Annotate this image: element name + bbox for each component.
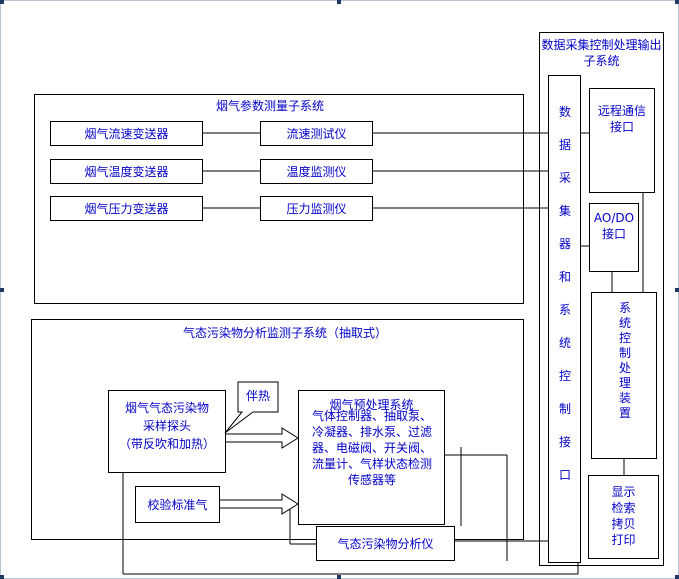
- pressure-meter-box: 压力监测仪: [260, 196, 373, 221]
- bus-char-0: 数: [558, 105, 571, 119]
- controller-char-4: 处: [618, 361, 631, 375]
- controller-char-3: 制: [618, 346, 631, 360]
- probe-line-0: 烟气气态污染物: [124, 401, 209, 415]
- resize-handle-bottom-right[interactable]: [675, 575, 679, 579]
- temp-sensor-label: 烟气温度变送器: [84, 164, 169, 179]
- display-line-0: 显示: [611, 485, 636, 499]
- gas-analyzer-box: 气态污染物分析仪: [316, 526, 455, 561]
- controller-char-7: 置: [618, 406, 631, 420]
- bus-char-7: 统: [558, 336, 571, 350]
- pressure-sensor-label: 烟气压力变送器: [84, 201, 169, 216]
- preprocess-title: 烟气预处理系统: [329, 398, 414, 412]
- controller-char-6: 装: [618, 391, 631, 405]
- preprocess-desc: 气体控制器、抽取泵、冷凝器、排水泵、过滤器、电磁阀、开关阀、流量计、气样状态检测…: [311, 409, 432, 487]
- temp-sensor-box: 烟气温度变送器: [50, 159, 203, 184]
- resize-handle-top-left[interactable]: [0, 0, 4, 4]
- bus-char-3: 集: [558, 204, 571, 218]
- display-line-2: 拷贝: [611, 517, 636, 531]
- flow-sensor-box: 烟气流速变送器: [50, 121, 203, 146]
- bus-char-2: 采: [558, 171, 571, 185]
- probe-line-1: 采样探头: [142, 419, 191, 433]
- aodo-interface: AO/DO接口: [589, 203, 639, 272]
- calibration-gas-label: 校验标准气: [147, 497, 208, 512]
- flow-meter-box: 流速测试仪: [260, 121, 373, 146]
- daq-interface-bus: 数据采集器和系统控制接口: [548, 75, 581, 563]
- gas-analyzer-label: 气态污染物分析仪: [337, 536, 434, 551]
- controller-char-2: 控: [618, 331, 631, 345]
- resize-handle-bottom-left[interactable]: [0, 575, 4, 579]
- controller-char-0: 系: [618, 301, 631, 315]
- controller-label: 系统控制处理装置: [614, 301, 636, 421]
- controller-char-5: 理: [618, 376, 631, 390]
- daq-interface-label: 数据采集器和系统控制接口: [554, 96, 576, 492]
- flow-sensor-label: 烟气流速变送器: [84, 126, 169, 141]
- display-terminal: 显示检索拷贝打印: [588, 475, 659, 559]
- display-label: 显示检索拷贝打印: [589, 484, 658, 548]
- right-system-title: 数据采集控制处理输出子系统: [541, 38, 662, 68]
- controller-char-1: 统: [618, 316, 631, 330]
- resize-handle-right[interactable]: [675, 288, 679, 292]
- pressure-meter-label: 压力监测仪: [286, 201, 347, 216]
- resize-handle-top-right[interactable]: [675, 0, 679, 4]
- temp-meter-box: 温度监测仪: [260, 159, 373, 184]
- system-controller: 系统控制处理装置: [591, 292, 657, 459]
- remote-comm-label: 远程通信接口: [597, 104, 646, 134]
- bus-char-8: 控: [558, 369, 571, 383]
- temp-meter-label: 温度监测仪: [286, 164, 347, 179]
- sampling-probe-label: 烟气气态污染物采样探头 （带反吹和加热）: [109, 399, 225, 453]
- display-line-3: 打印: [611, 533, 636, 547]
- flue-params-title: 烟气参数测量子系统: [215, 99, 324, 113]
- bus-char-6: 系: [558, 303, 571, 317]
- gas-analysis-title: 气态污染物分析监测子系统（抽取式）: [182, 326, 387, 340]
- resize-handle-left[interactable]: [0, 288, 4, 292]
- pressure-sensor-box: 烟气压力变送器: [50, 196, 203, 221]
- bus-char-1: 据: [558, 138, 571, 152]
- sampling-probe-box: 烟气气态污染物采样探头 （带反吹和加热）: [108, 390, 226, 473]
- resize-handle-bottom[interactable]: [337, 575, 341, 579]
- calibration-gas-box: 校验标准气: [135, 486, 220, 523]
- remote-comm-interface: 远程通信接口: [589, 88, 655, 193]
- bus-char-10: 接: [558, 435, 571, 449]
- bus-char-11: 口: [558, 468, 571, 482]
- preprocess-box: 烟气预处理系统 气体控制器、抽取泵、冷凝器、排水泵、过滤器、电磁阀、开关阀、流量…: [298, 390, 445, 525]
- bus-char-9: 制: [558, 402, 571, 416]
- resize-handle-top[interactable]: [337, 0, 341, 4]
- probe-line-2: （带反吹和加热）: [118, 437, 215, 451]
- bus-char-5: 和: [558, 270, 571, 284]
- bus-char-4: 器: [558, 237, 571, 251]
- aodo-label: AO/DO接口: [593, 211, 635, 241]
- display-line-1: 检索: [611, 501, 636, 515]
- heat-trace-label: 伴热: [245, 389, 270, 403]
- flow-meter-label: 流速测试仪: [286, 126, 347, 141]
